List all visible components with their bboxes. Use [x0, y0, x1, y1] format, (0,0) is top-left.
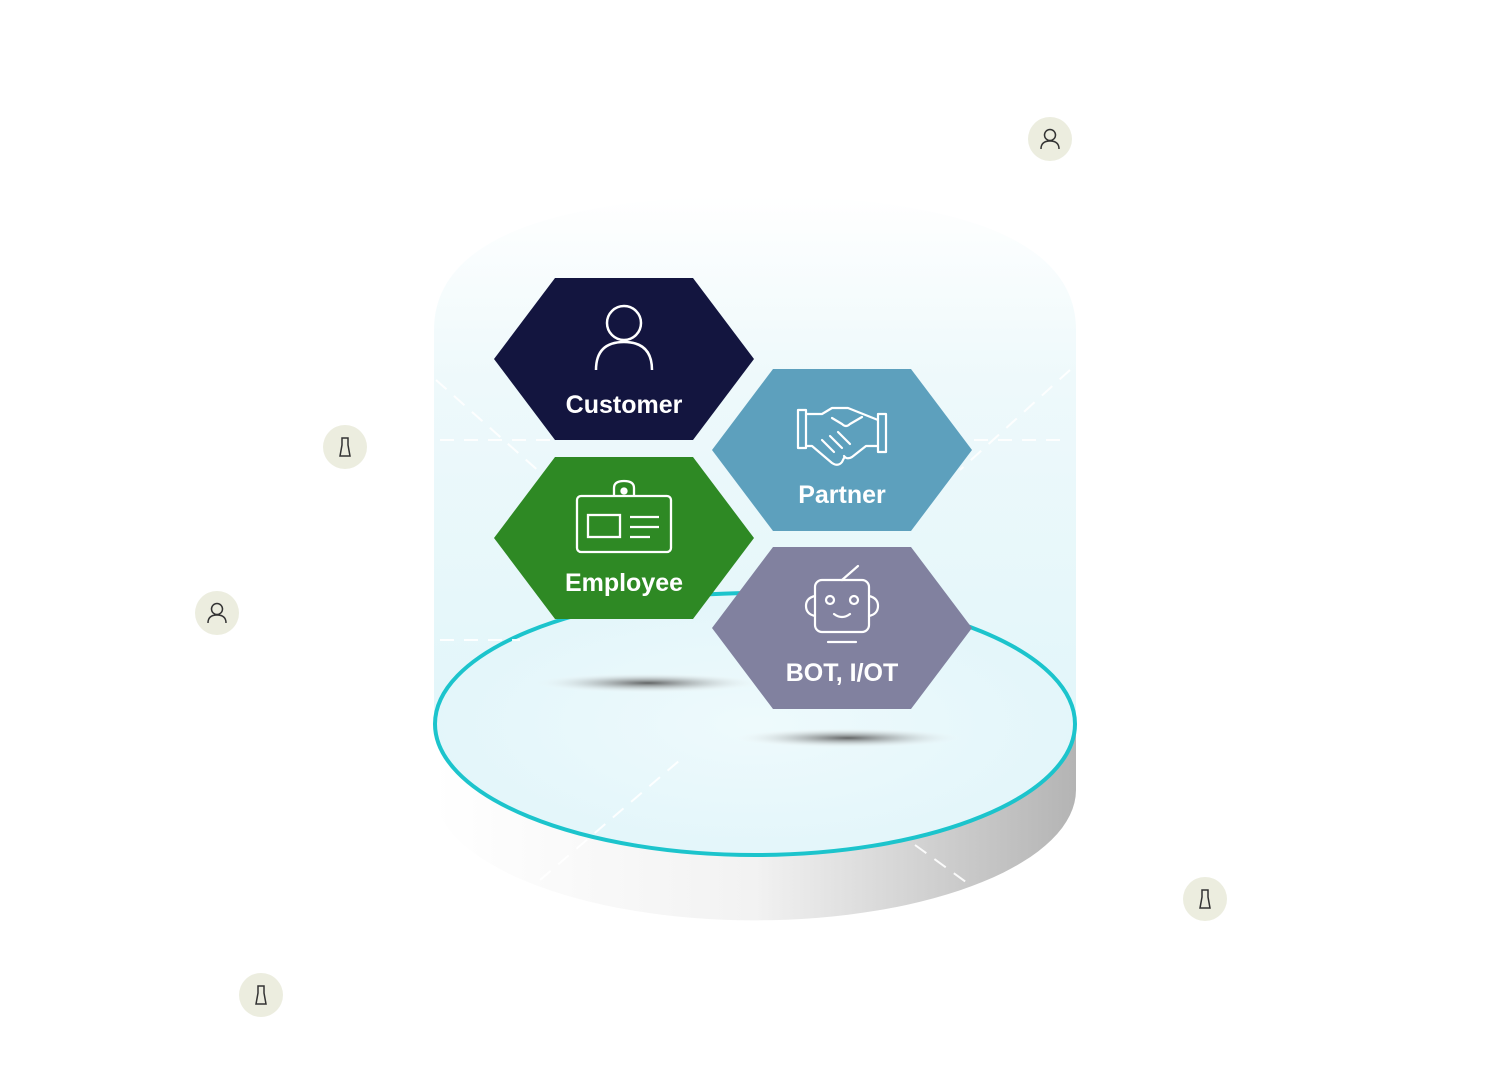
- handshake-icon: [796, 406, 888, 466]
- robot-icon: [804, 564, 880, 644]
- keyhole-icon: [1199, 889, 1211, 909]
- floating-user-badge: [195, 591, 239, 635]
- user-icon: [594, 304, 654, 371]
- keyhole-icon: [255, 985, 267, 1005]
- dashed-guides: [435, 369, 1071, 886]
- floating-keyhole-badge: [1183, 877, 1227, 921]
- user-icon: [1040, 128, 1060, 150]
- floating-keyhole-badge: [323, 425, 367, 469]
- hex-partner-label: Partner: [798, 481, 886, 509]
- shadow-right: [733, 728, 963, 748]
- hex-bot-shape: [712, 547, 972, 709]
- user-icon: [207, 602, 227, 624]
- hex-employee-label: Employee: [565, 569, 683, 597]
- hex-employee: Employee: [494, 457, 754, 619]
- platform-base: [434, 720, 1076, 921]
- hex-customer: Customer: [494, 278, 754, 440]
- floating-keyhole-badge: [239, 973, 283, 1017]
- shadow-left: [533, 673, 763, 693]
- hex-employee-shape: [494, 457, 754, 619]
- hex-bot: BOT, I/OT: [712, 547, 972, 709]
- hex-customer-label: Customer: [566, 391, 683, 419]
- hex-customer-shape: [494, 278, 754, 440]
- floating-user-badge: [1028, 117, 1072, 161]
- hex-partner: Partner: [712, 369, 972, 531]
- keyhole-icon: [339, 437, 351, 457]
- hex-partner-shape: [712, 369, 972, 531]
- hex-bot-label: BOT, I/OT: [786, 659, 899, 687]
- id-badge-icon: [575, 479, 673, 554]
